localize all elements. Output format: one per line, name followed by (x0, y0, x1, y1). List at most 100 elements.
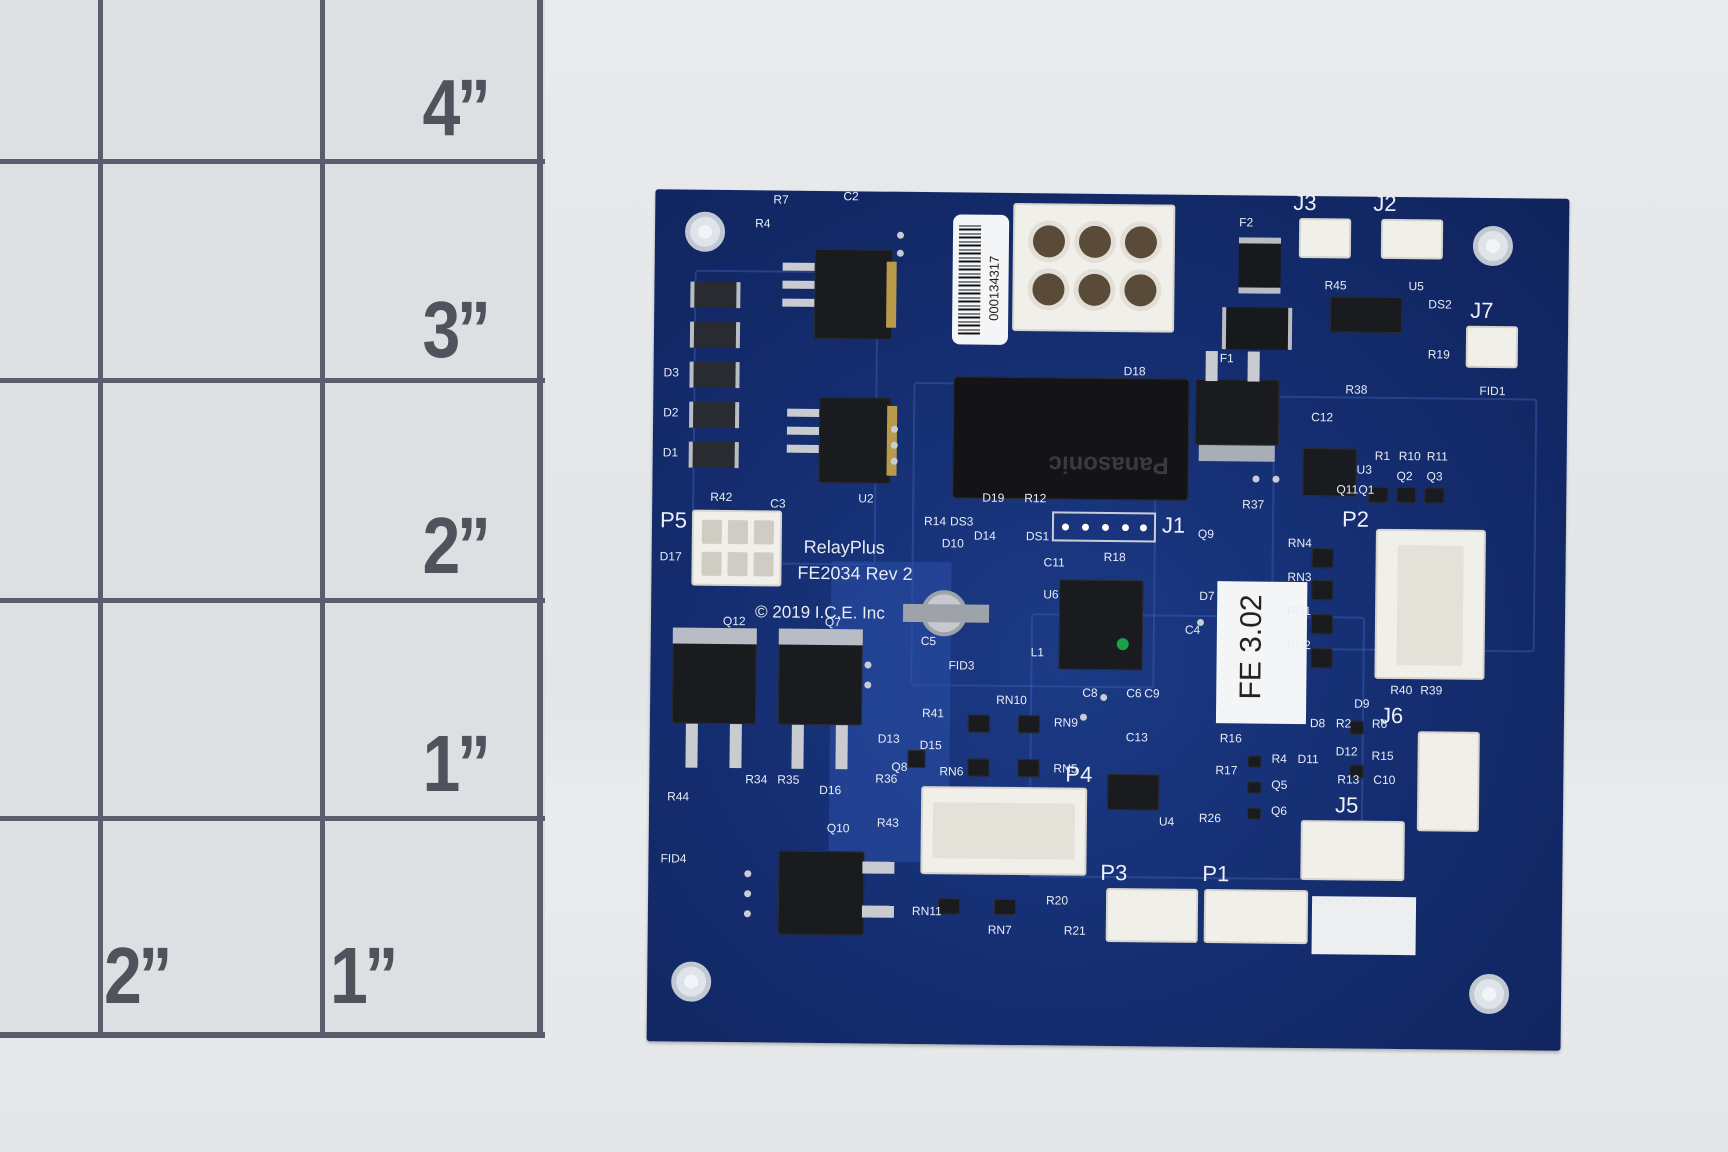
ref-q8: Q8 (891, 759, 908, 774)
via (743, 910, 751, 918)
via (890, 457, 898, 465)
regulator (813, 248, 893, 340)
ref-rn10: RN10 (996, 692, 1027, 708)
ref-r37: R37 (1242, 497, 1265, 512)
via (864, 681, 872, 689)
transistor (1194, 378, 1280, 446)
label-p1: P1 (1202, 861, 1230, 887)
ref-r1: R1 (1374, 448, 1391, 463)
label-j2: J2 (1373, 190, 1397, 216)
ref-rn1: RN1 (1287, 603, 1312, 619)
ref-rn5: RN5 (1053, 761, 1078, 776)
ref-r35: R35 (777, 772, 800, 787)
ref-r40: R40 (1390, 682, 1413, 698)
transistor-small (1246, 807, 1262, 820)
ruler-label-2in-bottom: 2” (104, 931, 172, 1020)
diode-d2 (688, 401, 740, 429)
pin-socket (701, 551, 722, 576)
pad (1061, 523, 1070, 531)
ref-r13: R13 (1337, 772, 1360, 787)
diode-d3 (689, 361, 740, 389)
ref-fid3: FID3 (948, 658, 975, 673)
lead (1247, 351, 1260, 382)
ref-q12: Q12 (722, 613, 746, 629)
barcode-sticker: 000134317 (951, 214, 1010, 345)
via (864, 661, 872, 669)
ref-r43: R43 (876, 815, 899, 830)
ic-u4 (1107, 774, 1160, 811)
via (896, 231, 905, 239)
pin-socket (1078, 273, 1111, 307)
relay-brand: Panasonic (1048, 450, 1169, 479)
ref-u4: U4 (1158, 814, 1175, 829)
connector-shroud (932, 802, 1076, 860)
ref-c2: C2 (843, 189, 859, 204)
lead (782, 280, 815, 289)
ref-r11: R11 (1426, 449, 1448, 464)
lead (782, 262, 815, 271)
circuit-board: 000134317 J3 J2 J7 Panasonic (646, 189, 1570, 1051)
resistor-network (1310, 614, 1334, 635)
resistor-network (967, 758, 990, 777)
label-p2: P2 (1341, 506, 1370, 532)
connector-p2 (1374, 528, 1486, 680)
transistor-small (1349, 720, 1364, 735)
ref-q6: Q6 (1270, 803, 1288, 818)
ref-rn2: RN2 (1286, 637, 1311, 653)
resistor-network (993, 898, 1017, 916)
grid-vline (98, 0, 103, 1038)
ruler-label-2in: 2” (421, 501, 490, 590)
connector-p4 (920, 786, 1088, 876)
connector-j5 (1300, 820, 1405, 882)
ref-fid4: FID4 (660, 851, 687, 866)
heatsink-tab (886, 405, 898, 476)
transistor-small (1396, 487, 1417, 504)
measurement-grid: 4” 3” 2” 1” 2” 1” (0, 0, 545, 1038)
tab (1198, 444, 1275, 462)
via (1272, 475, 1280, 483)
lead (861, 905, 894, 918)
transistor-small (1424, 487, 1445, 504)
ruler-label-1in: 1” (421, 719, 490, 808)
grid-hline (0, 1032, 545, 1038)
pin1-dot (1116, 638, 1129, 651)
ref-d17: D17 (659, 549, 682, 564)
connector-p5 (691, 509, 783, 587)
ic-u5 (1330, 296, 1403, 334)
microcontroller-u6 (1058, 579, 1144, 671)
ref-r4-lower: R4 (1271, 751, 1287, 766)
connector-j7 (1465, 325, 1519, 369)
grid-hline (0, 598, 545, 603)
pin-socket (727, 552, 748, 577)
ref-ds1: DS1 (1025, 529, 1050, 544)
ref-r7: R7 (773, 192, 789, 207)
resistor-network (1310, 648, 1333, 669)
ref-d14: D14 (973, 528, 996, 543)
ref-q3: Q3 (1426, 469, 1443, 484)
pad (1101, 523, 1110, 532)
ref-q2: Q2 (1396, 469, 1413, 484)
via (1100, 693, 1108, 701)
ref-d13: D13 (877, 731, 900, 746)
ref-ds3: DS3 (949, 514, 974, 529)
ref-d8: D8 (1309, 716, 1326, 731)
ref-f2: F2 (1239, 215, 1254, 230)
ref-rn9: RN9 (1053, 715, 1079, 730)
resistor-network (967, 714, 991, 733)
pin-socket (727, 520, 749, 545)
ref-l1: L1 (1030, 645, 1045, 660)
grid-hline (0, 159, 545, 164)
via (744, 890, 752, 898)
ref-c10: C10 (1373, 772, 1396, 788)
ref-r18: R18 (1103, 549, 1126, 565)
ref-c11: C11 (1043, 555, 1065, 570)
ref-d9: D9 (1354, 696, 1370, 711)
ref-fid1: FID1 (1479, 383, 1506, 399)
lead (786, 444, 819, 453)
mounting-hole (1472, 225, 1514, 267)
ref-u2: U2 (858, 491, 874, 506)
label-j3: J3 (1293, 189, 1317, 216)
lead (729, 724, 742, 769)
ref-r15: R15 (1371, 748, 1394, 763)
pad (1121, 524, 1130, 532)
